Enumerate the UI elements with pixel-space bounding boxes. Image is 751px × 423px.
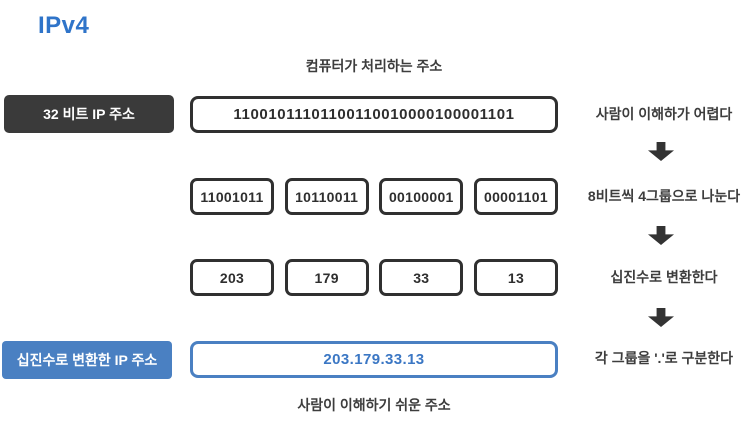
decimal-address-value: 203.179.33.13	[323, 351, 425, 368]
decimal-address-box: 203.179.33.13	[190, 341, 558, 378]
note-convert-to-decimal: 십진수로 변환한다	[610, 269, 718, 285]
binary-address-value: 11001011101100110010000100001101	[233, 106, 515, 123]
caption-computer-address: 컴퓨터가 처리하는 주소	[305, 58, 443, 74]
down-arrow-icon	[648, 308, 674, 327]
binary-octet-row: 11001011 10110011 00100001 00001101	[190, 178, 558, 215]
binary-address-box: 11001011101100110010000100001101	[190, 96, 558, 133]
note-hard-for-humans: 사람이 이해하가 어렵다	[595, 106, 733, 122]
binary-octet-box-2: 10110011	[284, 178, 369, 215]
down-arrow-icon	[648, 226, 674, 245]
decimal-octet-box-3: 33	[379, 259, 464, 296]
down-arrow-icon	[648, 142, 674, 161]
label-decimal-ip-address: 십진수로 변환한 IP 주소	[2, 341, 172, 379]
note-split-into-groups: 8비트씩 4그룹으로 나눈다	[587, 188, 741, 204]
binary-octet-box-1: 11001011	[190, 178, 274, 215]
decimal-octet-box-1: 203	[190, 259, 274, 296]
decimal-octet-box-4: 13	[473, 259, 558, 296]
decimal-octet-row: 203 179 33 13	[190, 259, 558, 296]
binary-octet-box-3: 00100001	[379, 178, 464, 215]
note-separate-with-dots: 각 그룹을 '.'로 구분한다	[594, 350, 734, 366]
page-title: IPv4	[38, 12, 90, 39]
binary-octet-box-4: 00001101	[473, 178, 558, 215]
decimal-octet-box-2: 179	[284, 259, 369, 296]
caption-human-address: 사람이 이해하기 쉬운 주소	[297, 397, 451, 413]
label-32bit-ip-address: 32 비트 IP 주소	[4, 95, 174, 133]
